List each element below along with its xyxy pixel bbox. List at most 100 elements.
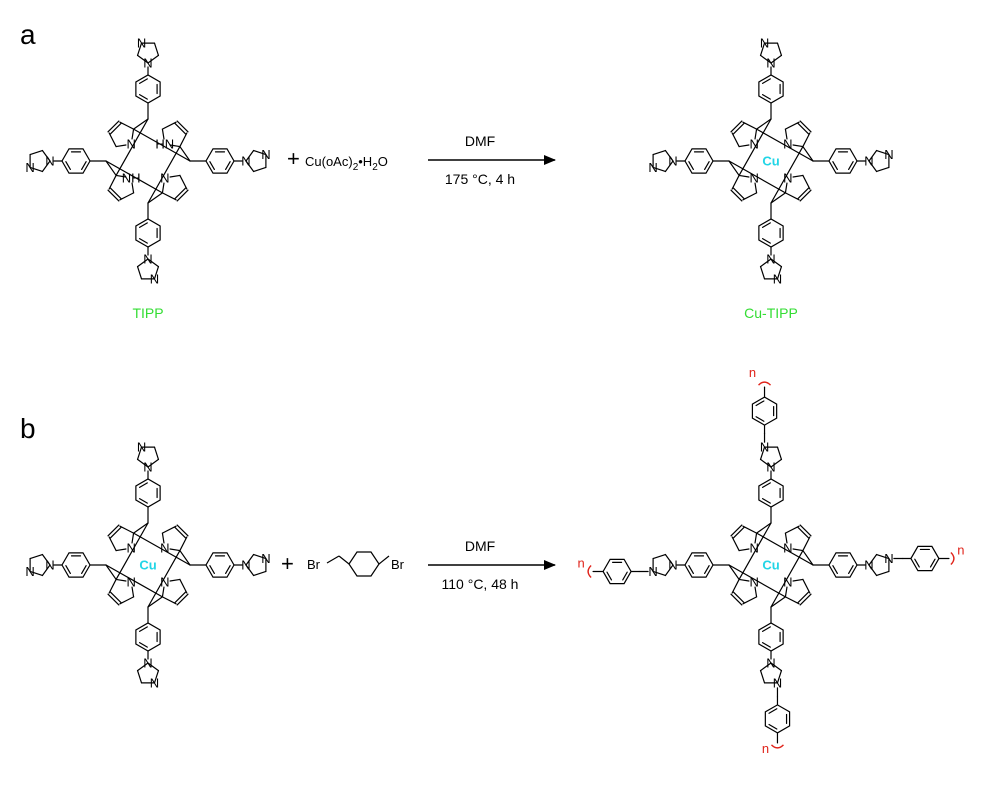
- meso-bond: [132, 532, 191, 566]
- imidazole-bond: [147, 258, 160, 268]
- imidazole-bond: [652, 149, 666, 156]
- pyrrole-double-bond: [797, 122, 810, 135]
- imidazole-bond: [29, 166, 43, 173]
- repeat-bracket: [758, 381, 772, 386]
- pyrrole-double-bond: [799, 120, 812, 133]
- phenyl-ring-inner-bond: [138, 222, 148, 228]
- imidazole-n1: N: [766, 460, 775, 475]
- imidazole-n3: N: [648, 564, 657, 579]
- imidazole-bond: [153, 42, 160, 56]
- pyrrole-nitrogen: HN: [155, 137, 174, 152]
- pyrrole-bond: [731, 132, 740, 148]
- pyrrole-bond: [179, 174, 188, 190]
- phenyl-ring-inner-bond: [761, 222, 771, 228]
- phenyl-ring: [135, 622, 161, 652]
- imidazole-bond: [664, 553, 674, 566]
- pyrrole-bond: [802, 132, 811, 148]
- imidazole-n3: N: [150, 271, 159, 286]
- pyrrole-bond: [784, 525, 800, 534]
- panel-b-letter: b: [20, 413, 36, 444]
- pyrrole-double-bond: [107, 524, 120, 537]
- imidazole-bond: [776, 670, 783, 684]
- meso-bond: [132, 522, 149, 534]
- pyrrole-bond: [754, 182, 758, 194]
- meso-bond: [770, 145, 804, 204]
- phenyl-ring-inner-bond: [138, 642, 148, 648]
- pyrrole-bond: [738, 174, 750, 178]
- phenyl-ring-inner-bond: [761, 642, 771, 648]
- xylyl-ring-inner-bond: [606, 571, 613, 581]
- imidazole-bond: [664, 160, 674, 173]
- imidazole-bond: [876, 149, 890, 156]
- imidazole-n3: N: [150, 675, 159, 690]
- phenyl-ring: [758, 74, 784, 104]
- imidazole-n1: N: [668, 558, 677, 573]
- meso-bond: [770, 549, 804, 608]
- phenyl-ring-inner-bond: [65, 161, 71, 171]
- phenyl-ring: [135, 218, 161, 248]
- pyrrole-bond: [742, 525, 758, 534]
- phenyl-ring: [758, 218, 784, 248]
- phenyl-ring-inner-bond: [688, 161, 694, 171]
- condition-solvent-a: DMF: [465, 133, 495, 149]
- pyrrole-double-bond: [107, 189, 120, 202]
- pyrrole-double-bond: [730, 593, 743, 606]
- phenyl-ring: [828, 552, 858, 578]
- pyrrole-bond: [119, 596, 135, 605]
- pyrrole-nitrogen: N: [749, 541, 758, 556]
- imidazole-bond: [41, 564, 51, 577]
- pyrrole-bond: [161, 182, 165, 194]
- imidazole-n1: N: [143, 460, 152, 475]
- reagent-bond-3: [378, 555, 390, 565]
- imidazole-n1: N: [864, 154, 873, 169]
- pyrrole-bond: [784, 586, 788, 598]
- pyrrole-nitrogen: N: [126, 137, 135, 152]
- pyrrole-bond: [179, 132, 188, 148]
- metal-center: Cu: [762, 558, 779, 573]
- repeat-index: n: [577, 555, 584, 570]
- pyrrole-bond: [754, 128, 758, 140]
- pyrrole-nitrogen: NH: [122, 170, 141, 185]
- imidazole-n3: N: [773, 675, 782, 690]
- xylyl-ring: [602, 558, 632, 585]
- imidazole-bond: [147, 54, 160, 64]
- phenyl-ring: [205, 552, 235, 578]
- xylyl-ring-inner-bond: [755, 416, 765, 422]
- imidazole-bond: [770, 54, 783, 64]
- phenyl-ring-inner-bond: [138, 94, 148, 100]
- pyrrole-double-bond: [730, 189, 743, 202]
- pyrrole-bond: [802, 578, 811, 594]
- pyrrole-double-bond: [732, 122, 745, 135]
- imidazole-n3: N: [261, 147, 270, 162]
- reagent-bond-2: [338, 555, 350, 565]
- imidazole-n1: N: [143, 252, 152, 267]
- meso-bond: [755, 118, 772, 130]
- imidazole-n1: N: [45, 558, 54, 573]
- pyrrole-bond: [161, 596, 177, 605]
- pyrrole-double-bond: [176, 524, 189, 537]
- pyrrole-nitrogen: N: [783, 137, 792, 152]
- pyrrole-bond: [108, 132, 117, 148]
- imidazole-n3: N: [760, 440, 769, 455]
- imidazole-bond: [153, 446, 160, 460]
- pyrrole-double-bond: [174, 526, 187, 539]
- pyrrole-double-bond: [797, 591, 810, 604]
- phenyl-ring: [61, 552, 91, 578]
- imidazole-n3: N: [137, 36, 146, 51]
- imidazole-n1: N: [668, 154, 677, 169]
- phenyl-ring-inner-bond: [704, 565, 710, 575]
- pyrrole-bond: [784, 532, 788, 544]
- imidazole-bond: [245, 149, 255, 162]
- imidazole-bond: [868, 564, 878, 577]
- xylyl-ring: [751, 396, 778, 426]
- imidazole-bond: [759, 42, 766, 56]
- pyrrole-double-bond: [176, 189, 189, 202]
- pyrrole-bond: [738, 548, 750, 552]
- imidazole-n1: N: [241, 558, 250, 573]
- pyrrole-nitrogen: N: [160, 574, 169, 589]
- imidazole-bond: [776, 446, 783, 460]
- phenyl-ring-inner-bond: [138, 498, 148, 504]
